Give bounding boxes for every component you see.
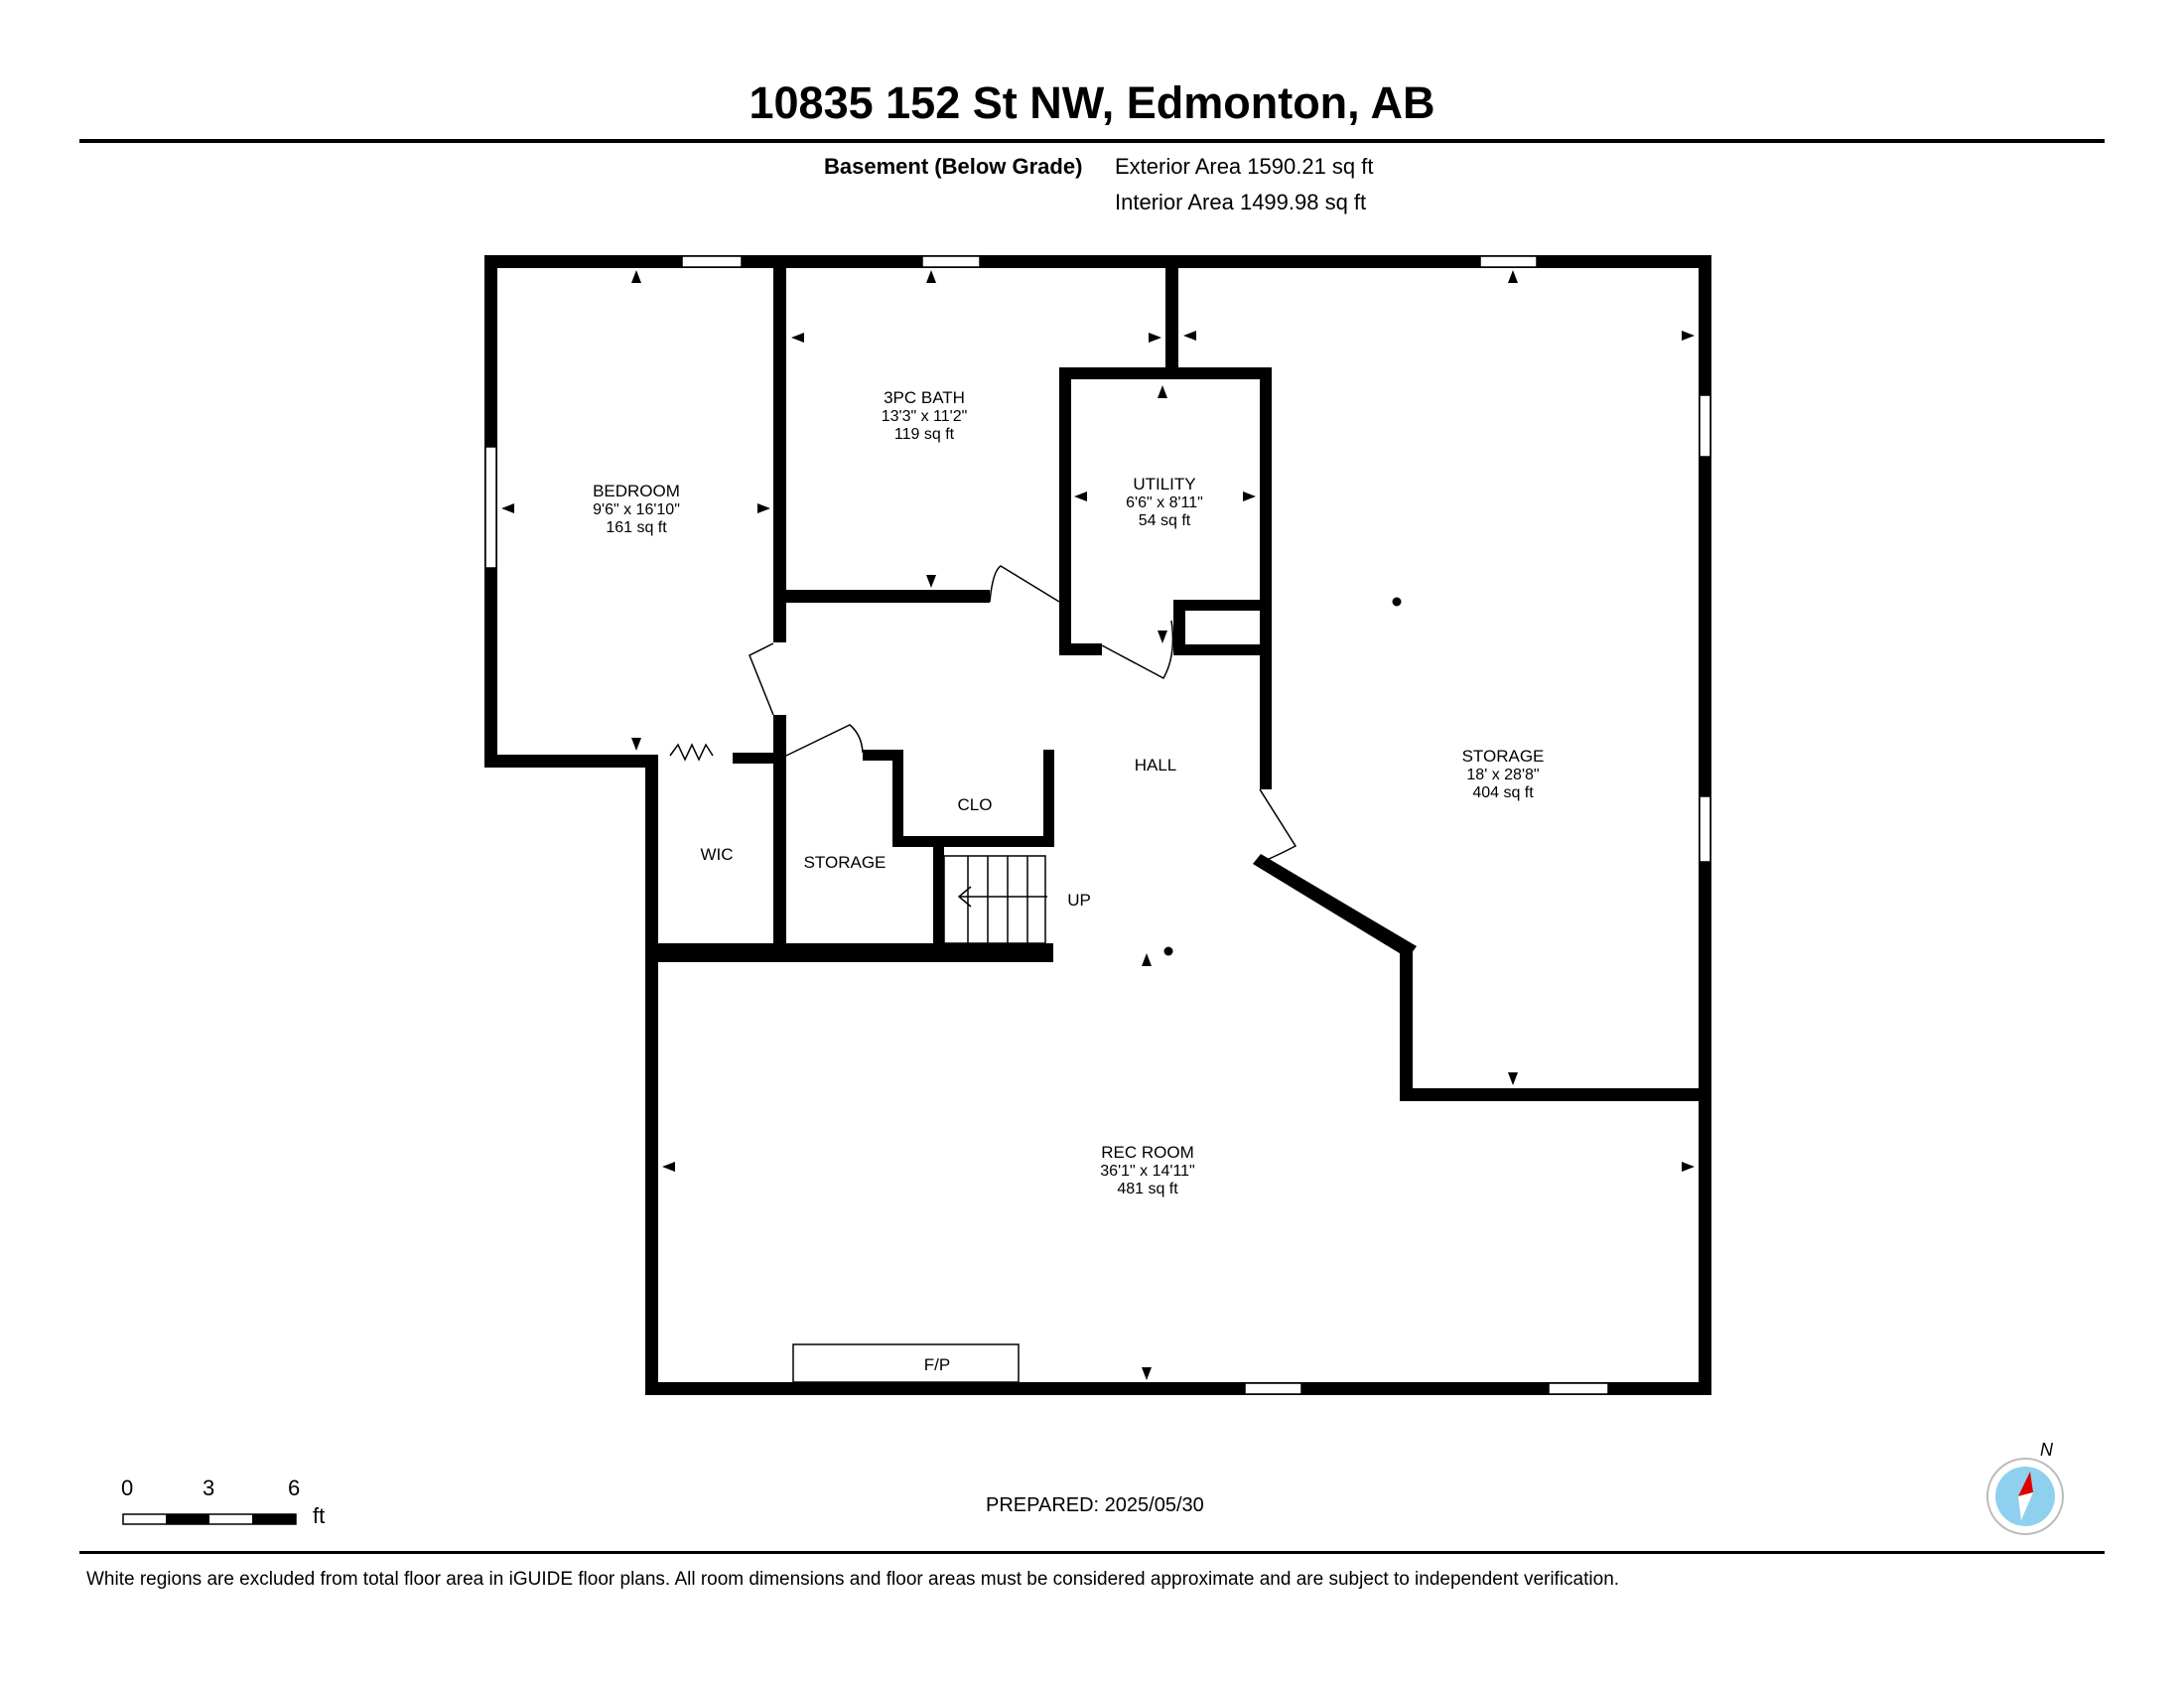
storage-small-name: STORAGE (804, 853, 887, 872)
utility-inner (1185, 611, 1260, 644)
fireplace (792, 1343, 1020, 1383)
bath-area: 119 sq ft (894, 426, 955, 443)
prepared-date: PREPARED: 2025/05/30 (986, 1494, 1204, 1516)
plan-title: 10835 152 St NW, Edmonton, AB (749, 77, 1435, 128)
rec-room-dims: 36'1" x 14'11" (1100, 1163, 1194, 1180)
hall-name: HALL (1135, 756, 1177, 774)
scale-tick-0: 0 (121, 1476, 134, 1500)
utility-dims: 6'6" x 8'11" (1126, 494, 1203, 511)
closet-name: CLO (958, 795, 993, 814)
utility-area: 54 sq ft (1139, 512, 1191, 529)
wic-name: WIC (700, 845, 733, 864)
scale-tick-6: 6 (288, 1476, 301, 1500)
scale-unit: ft (313, 1503, 326, 1528)
measure-arrows (501, 270, 1695, 1380)
storage-dims: 18' x 28'8" (1466, 767, 1539, 783)
level-label: Basement (Below Grade) (824, 154, 1083, 179)
bath-name: 3PC BATH (884, 388, 965, 407)
storage-name: STORAGE (1462, 747, 1545, 766)
interior-area: Interior Area 1499.98 sq ft (1115, 190, 1367, 214)
exterior-area: Exterior Area 1590.21 sq ft (1115, 154, 1374, 179)
stairs (943, 855, 1047, 944)
windows (484, 255, 1711, 1395)
room-labels: BEDROOM 9'6" x 16'10" 161 sq ft 3PC BATH… (593, 388, 1544, 1374)
storage-area: 404 sq ft (1472, 784, 1534, 801)
header-divider (79, 139, 2105, 143)
doors (669, 565, 1297, 863)
footer-divider (79, 1551, 2105, 1554)
stairs-label: UP (1067, 891, 1091, 910)
bath-dims: 13'3" x 11'2" (882, 408, 968, 425)
compass: N (1986, 1440, 2064, 1535)
compass-north-label: N (2040, 1440, 2054, 1460)
footer-disclaimer: White regions are excluded from total fl… (86, 1569, 1620, 1590)
bedroom-dims: 9'6" x 16'10" (593, 501, 680, 518)
bedroom-area: 161 sq ft (606, 519, 667, 536)
bedroom-name: BEDROOM (593, 482, 680, 500)
rec-room-area: 481 sq ft (1117, 1181, 1178, 1197)
rec-room-name: REC ROOM (1101, 1143, 1194, 1162)
walls (484, 255, 1711, 1395)
scale-bar (122, 1513, 297, 1525)
fireplace-label: F/P (924, 1355, 950, 1374)
scale-tick-3: 3 (203, 1476, 215, 1500)
utility-name: UTILITY (1133, 475, 1195, 493)
